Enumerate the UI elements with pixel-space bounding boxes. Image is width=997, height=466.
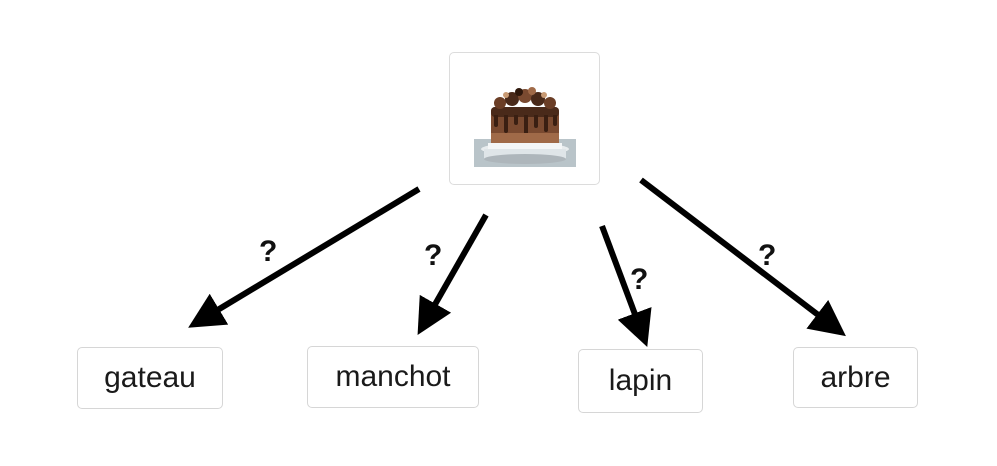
choice-label: gateau	[104, 361, 196, 394]
arrow-question-mark-0: ?	[259, 235, 277, 268]
choice-card-gateau[interactable]: gateau	[77, 347, 223, 409]
choice-card-lapin[interactable]: lapin	[578, 349, 703, 413]
arrow-to-choice-3	[639, 177, 846, 337]
arrow-to-choice-0	[188, 186, 421, 328]
choice-label: lapin	[608, 364, 673, 397]
arrow-to-choice-1	[417, 213, 489, 336]
arrow-to-choice-2	[599, 224, 652, 348]
arrow-question-mark-2: ?	[630, 263, 648, 296]
arrow-question-mark-1: ?	[424, 239, 442, 272]
chocolate-cake-icon	[474, 87, 576, 167]
choice-card-manchot[interactable]: manchot	[307, 346, 479, 408]
prompt-image-card	[449, 52, 600, 185]
choice-card-arbre[interactable]: arbre	[793, 347, 918, 408]
arrow-question-mark-3: ?	[758, 239, 776, 272]
choice-label: manchot	[335, 360, 451, 393]
choice-label: arbre	[820, 360, 891, 394]
